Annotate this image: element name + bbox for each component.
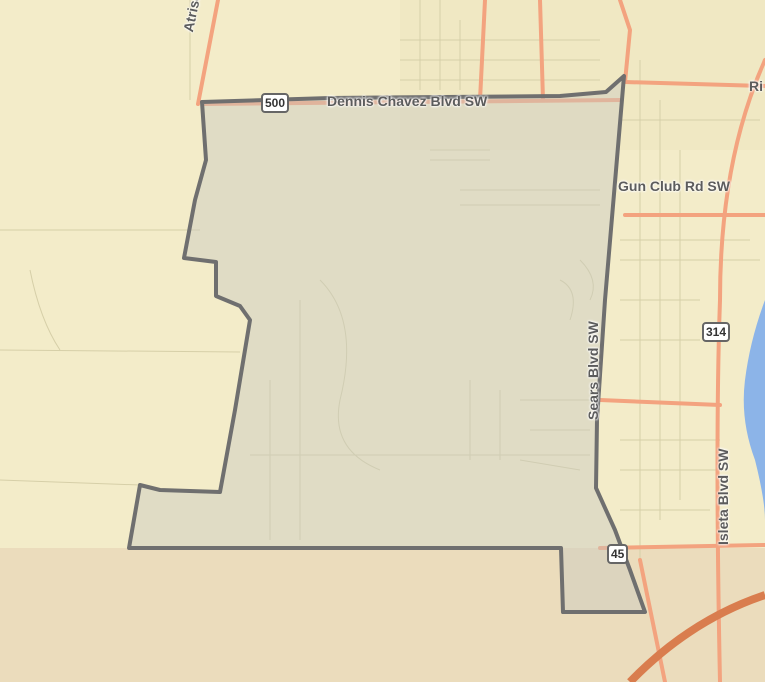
freeway (627, 591, 765, 682)
gun-club-label: Gun Club Rd SW (618, 178, 730, 194)
sears-blvd-label: Sears Blvd SW (585, 321, 601, 420)
route-500-shield: 500 (261, 93, 290, 113)
urban-area (400, 0, 765, 150)
rio-label-fragment: Ri (749, 78, 763, 94)
dennis-chavez-label: Dennis Chavez Blvd SW (327, 93, 488, 109)
isleta-blvd-label: Isleta Blvd SW (715, 448, 731, 545)
river (743, 300, 765, 520)
southern-land (0, 548, 765, 682)
region-boundary[interactable] (127, 74, 647, 614)
route-314-shield: 314 (702, 322, 731, 342)
minor-roads (0, 0, 760, 560)
major-roads (196, 0, 765, 682)
route-45-shield: 45 (607, 544, 629, 564)
